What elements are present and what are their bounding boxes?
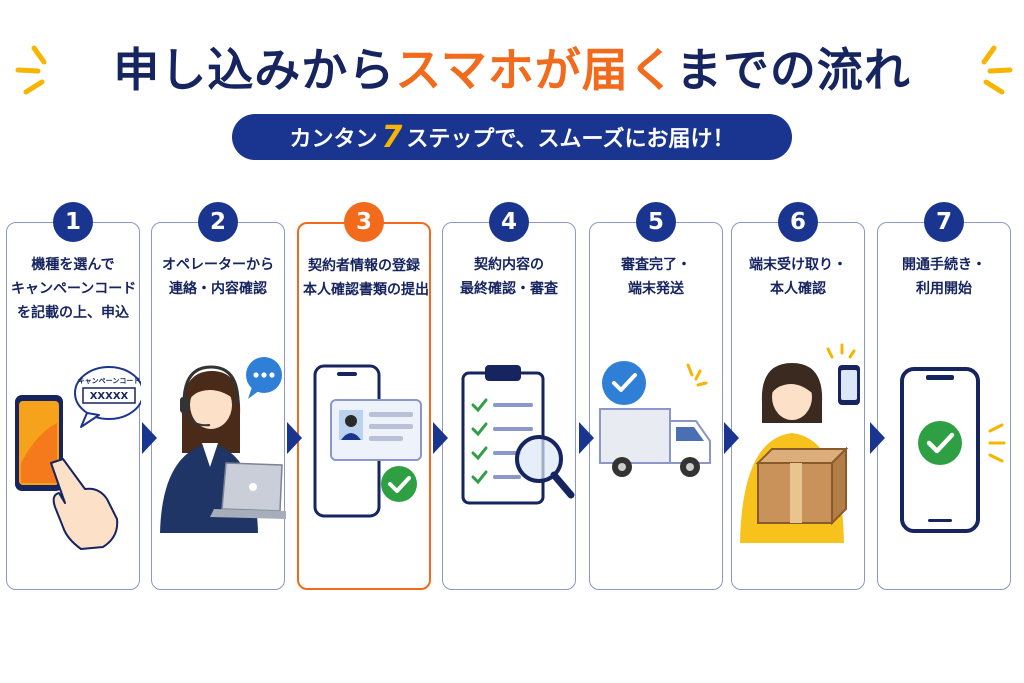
sparkle-left-icon [15, 45, 47, 95]
title-highlight: スマホが届く [395, 43, 676, 97]
step-label-line: 最終確認・審査 [460, 281, 558, 297]
id-document-icon [313, 364, 422, 518]
step-7-card: 開通手続き・ 利用開始 [877, 222, 1011, 590]
step-label-line: 契約内容の [474, 257, 544, 273]
page-title: 申し込みからスマホが届くまでの流れ [0, 34, 1024, 100]
step-3-label: 契約者情報の登録 本人確認書類の提出 [303, 254, 429, 302]
step-3-badge: 3 [344, 202, 384, 242]
step-1-card: 機種を選んで キャンペーンコード を記載の上、申込 キャンペーンコード XXXX… [6, 222, 141, 590]
step-1-label: 機種を選んで キャンペーンコード を記載の上、申込 [11, 253, 137, 325]
step-label-line: 利用開始 [916, 281, 972, 297]
step-2-label: オペレーターから 連絡・内容確認 [156, 253, 280, 301]
flow-arrow [287, 422, 302, 454]
step-1-badge: 1 [53, 202, 93, 242]
sparkle-right-icon [981, 45, 1013, 95]
package-receive-icon [740, 343, 860, 543]
step-5-card: 審査完了・ 端末発送 [589, 222, 723, 590]
subtitle-suffix: ステップで、スムーズにお届け！ [406, 127, 735, 152]
operator-headset-icon [160, 357, 286, 533]
step-label-line: オペレーターから [162, 257, 274, 273]
step-label-line: 連絡・内容確認 [169, 281, 267, 297]
step-label-line: 開通手続き・ [902, 257, 986, 273]
step-label-line: 契約者情報の登録 [308, 258, 420, 274]
delivery-truck-icon [599, 361, 711, 477]
smartphone-tap-icon: キャンペーンコード XXXXX [15, 366, 141, 550]
subtitle-prefix: カンタン [289, 127, 378, 152]
step-4-card: 契約内容の 最終確認・審査 [442, 222, 576, 590]
step-label-line: 端末発送 [628, 281, 684, 297]
step-2-badge: 2 [198, 202, 238, 242]
step-label-line: 審査完了・ [621, 257, 691, 273]
step-label-line: 本人確認 [770, 281, 826, 297]
flow-arrow [724, 422, 739, 454]
step-5-label: 審査完了・ 端末発送 [594, 253, 718, 301]
subtitle-number: 7 [381, 119, 403, 155]
title-suffix: までの流れ [675, 43, 911, 97]
step-5-badge: 5 [636, 202, 676, 242]
step-4-badge: 4 [489, 202, 529, 242]
step-label-line: 本人確認書類の提出 [303, 282, 429, 298]
flow-arrow [870, 422, 885, 454]
step-2-card: オペレーターから 連絡・内容確認 [151, 222, 286, 590]
step-6-label: 端末受け取り・ 本人確認 [736, 253, 860, 301]
smartphone-check-icon [900, 367, 1006, 533]
step-label-line: 端末受け取り・ [749, 257, 847, 273]
flow-arrow [579, 422, 594, 454]
title-prefix: 申し込みから [113, 43, 396, 97]
checklist-magnifier-icon [461, 365, 575, 505]
step-label-line: を記載の上、申込 [17, 305, 129, 321]
bubble-code: XXXXX [90, 391, 129, 402]
step-label-line: キャンペーンコード [11, 281, 137, 297]
step-6-card: 端末受け取り・ 本人確認 [731, 222, 865, 590]
step-label-line: 機種を選んで [31, 257, 115, 273]
flow-arrow [433, 422, 448, 454]
step-7-label: 開通手続き・ 利用開始 [882, 253, 1006, 301]
step-4-label: 契約内容の 最終確認・審査 [447, 253, 571, 301]
bubble-title: キャンペーンコード [78, 377, 141, 385]
step-3-card: 契約者情報の登録 本人確認書類の提出 [297, 222, 431, 590]
flow-arrow [142, 422, 157, 454]
step-6-badge: 6 [778, 202, 818, 242]
step-7-badge: 7 [924, 202, 964, 242]
